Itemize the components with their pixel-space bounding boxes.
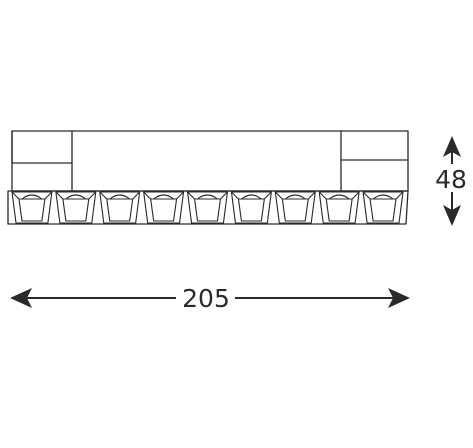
left-end-cap [11, 131, 73, 191]
louver-cell [99, 191, 141, 224]
fixture-body [7, 130, 409, 225]
height-arrow-down-icon [443, 205, 461, 226]
louver-cell [362, 191, 404, 224]
louver-band-outline [7, 190, 409, 225]
width-dimension: 205 [10, 284, 410, 313]
louver-cell [55, 191, 97, 224]
right-end-cap [340, 131, 408, 191]
height-dimension-label: 48 [435, 165, 467, 194]
louver-cell [143, 191, 185, 224]
louver-cell [318, 191, 360, 224]
width-dimension-label: 205 [182, 284, 230, 313]
width-arrow-right-icon [388, 288, 410, 308]
height-arrow-up-icon [443, 136, 461, 157]
louver-cell [230, 191, 272, 224]
louver-cell [274, 191, 316, 224]
height-dimension: 48 [435, 136, 467, 226]
louver-cells [11, 191, 404, 224]
width-arrow-left-icon [10, 288, 32, 308]
louver-cell [11, 191, 53, 224]
louver-cell [187, 191, 228, 224]
